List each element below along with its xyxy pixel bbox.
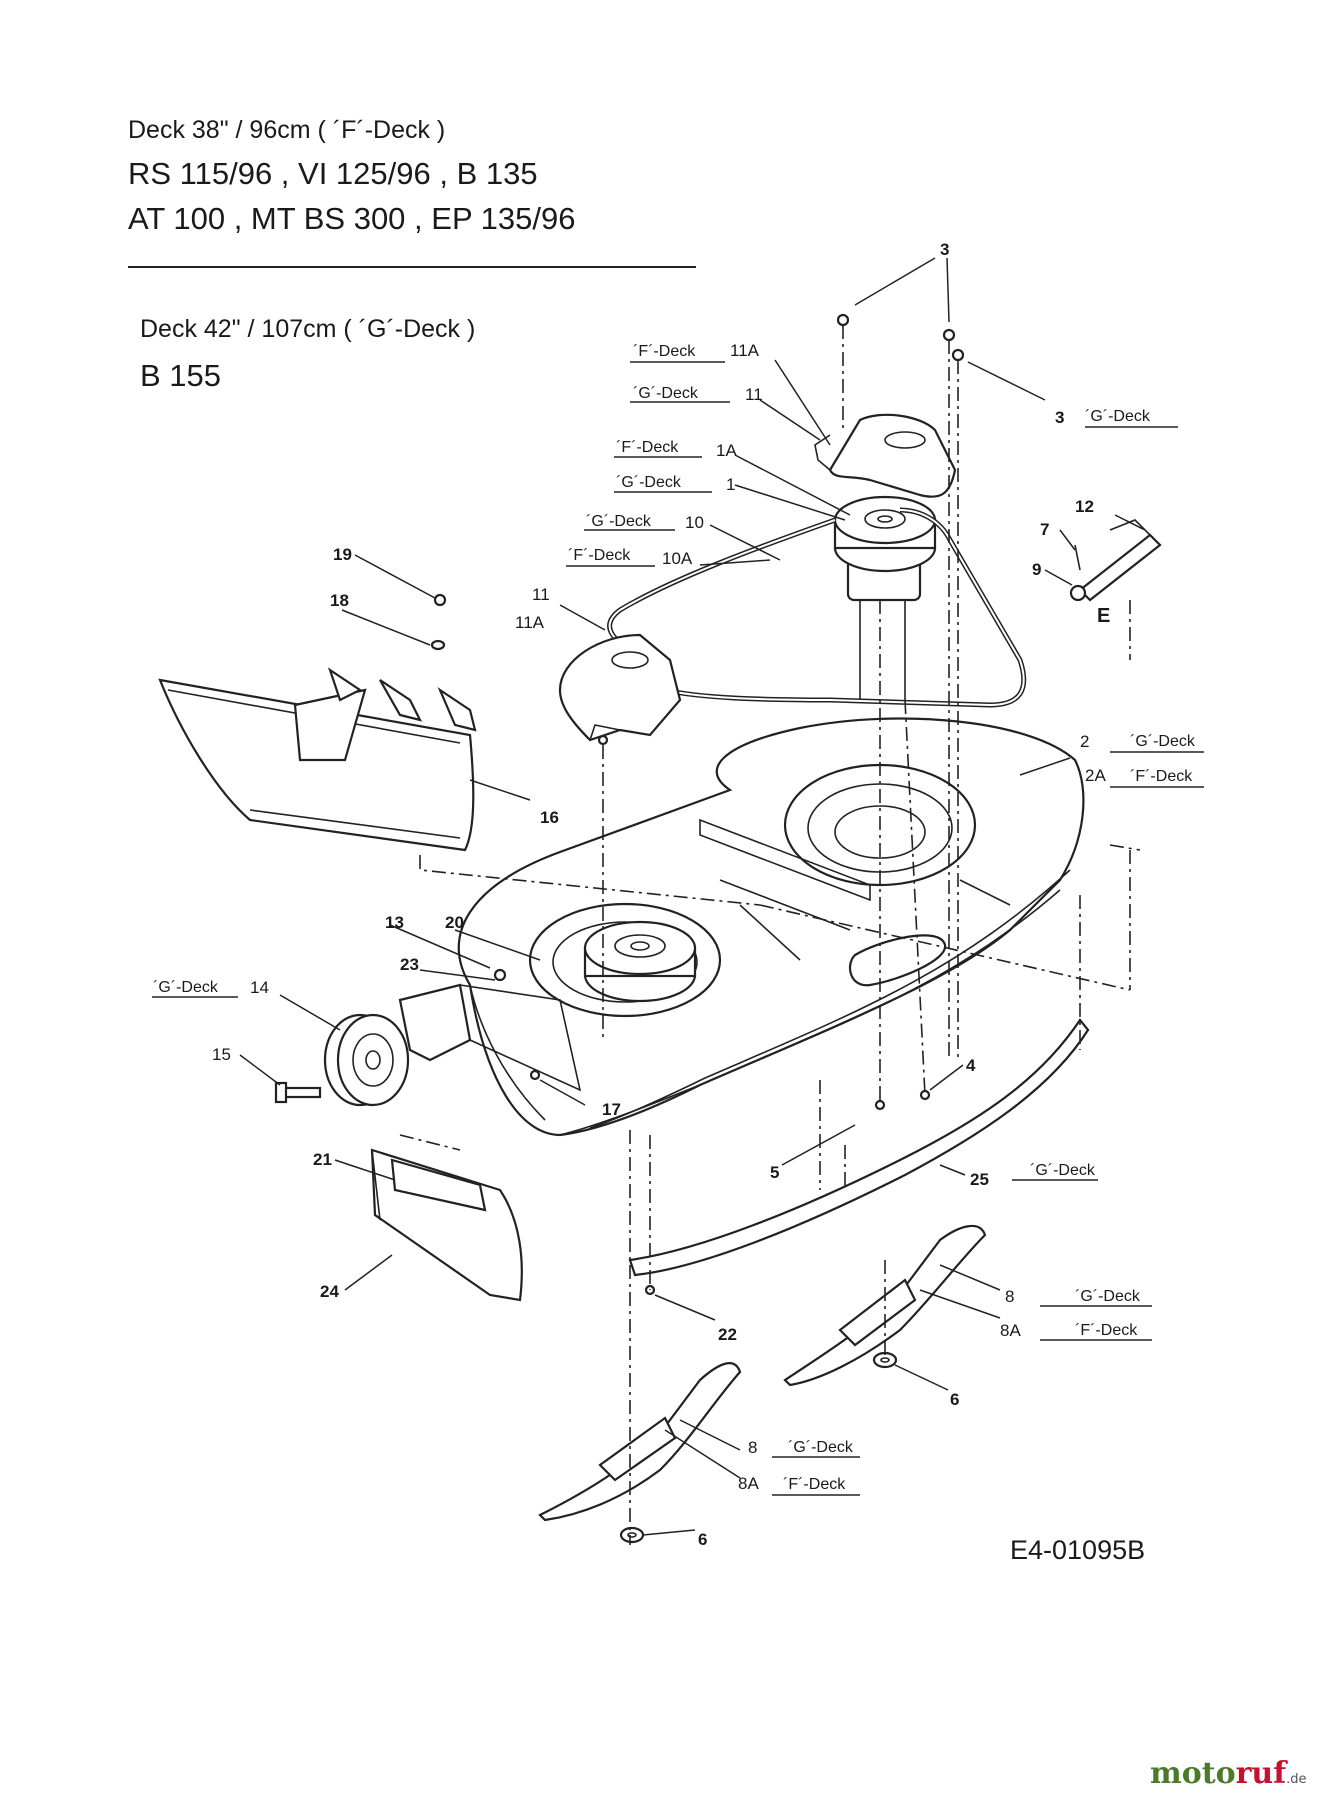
watermark-logo: motoruf.de [1150,1756,1307,1791]
drive-belt [607,507,1027,708]
callout-5: 5 [770,1163,779,1182]
deck-tag-2-g: ´G´-Deck [1130,733,1196,750]
header-divider [128,266,696,268]
callout-2: 2 [1080,732,1089,751]
callout-8-left: 8 [748,1438,757,1457]
callout-15: 15 [212,1045,231,1064]
deck-tag-underlines [152,361,1204,1496]
wheel-bracket [398,983,582,1092]
callout-6-left: 6 [698,1530,707,1549]
wheel-bolt [274,1081,322,1104]
callout-labels: 3 3 ´G´-Deck ´F´-Deck 11A ´G´-Deck 11 ´F… [153,240,1196,1565]
callout-25: 25 [970,1170,989,1189]
left-belt-cover [558,633,682,742]
callout-14: 14 [250,978,269,997]
callout-13: 13 [385,913,404,932]
callout-4: 4 [966,1056,976,1075]
deck-tag-8-left-g: ´G´-Deck [788,1439,854,1456]
deck-tag-1a-f: ´F´-Deck [616,439,679,456]
callout-20: 20 [445,913,464,932]
callout-11a-top: 11A [730,341,760,360]
callout-18: 18 [330,591,349,610]
callout-24: 24 [320,1282,339,1301]
blade-bolt-right [872,1351,898,1369]
header-deck-38: Deck 38" / 96cm ( ´F´-Deck ) [128,116,446,144]
deck-tag-14-g: ´G´-Deck [153,979,219,996]
blade-right [783,1224,987,1387]
deck-tag-1-g: ´G´-Deck [616,474,682,491]
callout-8a-right: 8A [1000,1321,1021,1340]
callout-1a: 1A [716,441,737,460]
discharge-chute [158,667,477,852]
callout-23: 23 [400,955,419,974]
callout-3: 3 [940,240,949,259]
watermark: motoruf.de [1150,1756,1307,1791]
deck-tag-10a-f: ´F´-Deck [568,547,631,564]
header-deck-42: Deck 42" / 107cm ( ´G´-Deck ) [140,315,476,343]
callout-16: 16 [540,808,559,827]
deck-tag-8a-right-f: ´F´-Deck [1075,1322,1138,1339]
callout-10: 10 [685,513,704,532]
gauge-wheel [323,1013,410,1107]
front-baffle [628,1018,1090,1277]
callout-11-left: 11 [532,585,550,604]
callout-9: 9 [1032,560,1041,579]
side-guard [370,1148,523,1302]
callout-17: 17 [602,1100,621,1119]
blade-left [538,1362,742,1522]
mower-deck-housing [457,717,1085,1137]
deck-tag-11-g: ´G´-Deck [633,385,699,402]
deck-tag-3-g: ´G´-Deck [1085,408,1151,425]
callout-6-right: 6 [950,1390,959,1409]
callout-2a: 2A [1085,766,1106,785]
callout-11-top: 11 [745,385,763,404]
callout-19: 19 [333,545,352,564]
left-spindle-pulley [583,920,697,1003]
leader-lines [239,257,1146,1536]
top-belt-cover [814,413,957,498]
callout-21: 21 [313,1150,332,1169]
callout-22: 22 [718,1325,737,1344]
deck-tag-8a-left-f: ´F´-Deck [783,1476,846,1493]
deck-tag-10-g: ´G´-Deck [586,513,652,530]
drawing-code: E4-01095B [1010,1535,1145,1565]
deck-tag-11a-f: ´F´-Deck [633,343,696,360]
idler-bracket [1069,519,1162,660]
callout-11a-left: 11A [515,613,545,632]
callout-8-right: 8 [1005,1287,1014,1306]
callout-1: 1 [726,475,735,494]
blade-bolt-left [619,1526,645,1544]
callout-e: E [1097,605,1110,627]
header-model-b155: B 155 [140,358,222,393]
deck-tag-8-right-g: ´G´-Deck [1075,1288,1141,1305]
callout-3-g: 3 [1055,408,1064,427]
callout-10a: 10A [662,549,693,568]
deck-tag-25-g: ´G´-Deck [1030,1162,1096,1179]
header-models-line2: AT 100 , MT BS 300 , EP 135/96 [128,201,576,236]
header-models-line1: RS 115/96 , VI 125/96 , B 135 [128,156,538,191]
callout-8a-left: 8A [738,1474,759,1493]
assembly-dashed-lines [399,325,1141,1545]
deck-tag-2a-f: ´F´-Deck [1130,768,1193,785]
callout-7: 7 [1040,520,1049,539]
callout-12: 12 [1075,497,1094,516]
drive-pulley-assembly [833,495,937,700]
